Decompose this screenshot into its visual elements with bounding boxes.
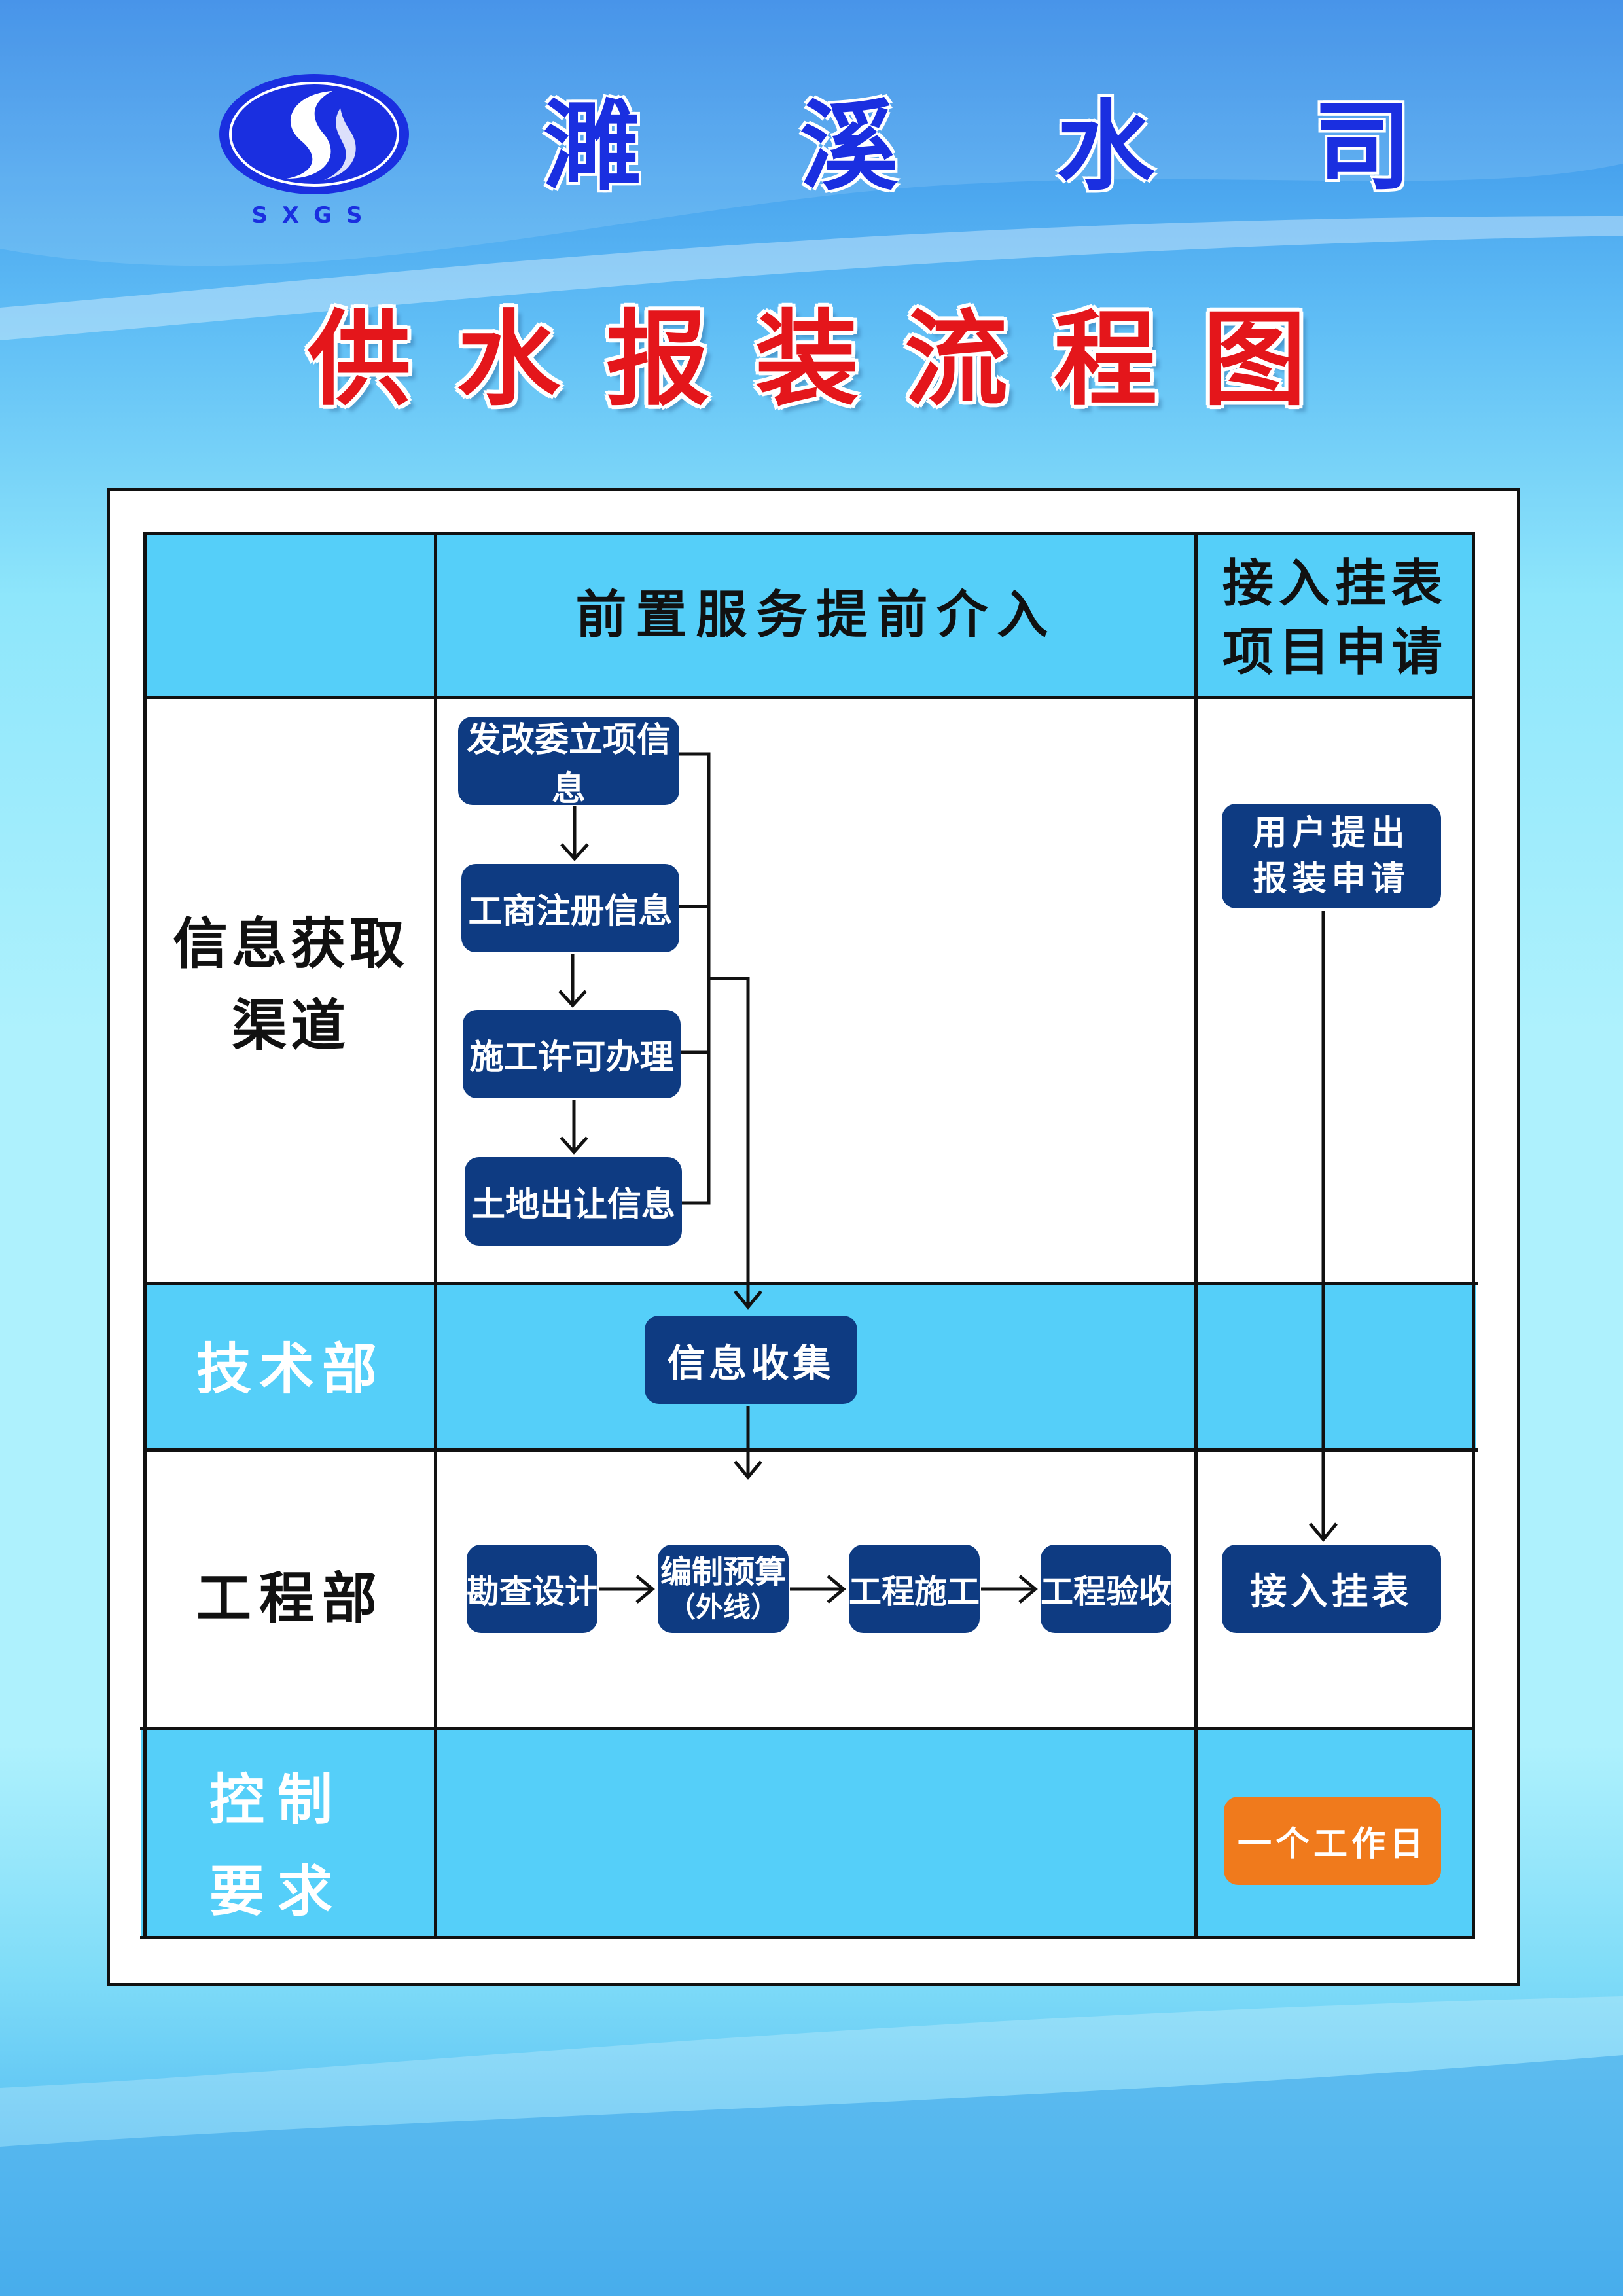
grid-line xyxy=(1472,532,1475,1939)
column-header-preservice: 前置服务提前介入 xyxy=(575,586,1058,645)
grid-line xyxy=(143,532,147,1939)
step-construction-permit: 施工许可办理 xyxy=(463,1010,681,1098)
sxgs-logo: SXGS xyxy=(219,74,409,228)
time-limit-badge: 一个工作日 xyxy=(1224,1797,1441,1885)
grid-line xyxy=(1194,532,1198,1939)
bracket-connector xyxy=(679,752,711,1205)
step-budget-line2: （外线） xyxy=(668,1590,778,1623)
step-info-collection: 信息收集 xyxy=(645,1316,857,1404)
arrowhead xyxy=(635,1575,655,1604)
step-budget: 编制预算 （外线） xyxy=(658,1545,789,1633)
row-label-engineering-dept: 工程部 xyxy=(196,1566,385,1630)
logo-letters: SXGS xyxy=(251,202,376,228)
row-label-tech-dept: 技术部 xyxy=(196,1337,385,1401)
row-label-control-requirements: 控制 要求 xyxy=(209,1768,346,1924)
page-title: 供水报装流程图 xyxy=(308,300,1352,420)
step-user-application: 用户提出 报装申请 xyxy=(1222,804,1441,908)
arrowhead xyxy=(1309,1522,1338,1542)
step-land-transfer-info: 土地出让信息 xyxy=(465,1157,682,1246)
step-survey-design: 勘查设计 xyxy=(467,1545,597,1633)
arrowhead xyxy=(734,1290,762,1310)
row-label-info-channels: 信息获取 渠道 xyxy=(172,912,408,1058)
arrowhead xyxy=(1018,1575,1038,1604)
step-business-registration: 工商注册信息 xyxy=(461,864,679,952)
grid-line xyxy=(143,1282,1478,1285)
arrow-to-info-collection xyxy=(709,977,750,1306)
grid-line xyxy=(143,1448,1478,1452)
step-ndrc-project-info: 发改委立项信息 xyxy=(458,717,679,809)
step-acceptance: 工程验收 xyxy=(1041,1545,1171,1633)
grid-line xyxy=(143,696,1475,699)
grid-line xyxy=(140,1727,1475,1730)
arrowhead xyxy=(734,1460,762,1480)
arrowhead xyxy=(827,1575,846,1604)
grid-line xyxy=(140,1936,1475,1939)
arrowhead xyxy=(558,990,587,1008)
header-band xyxy=(145,533,1473,697)
step-user-application-label: 用户提出 报装申请 xyxy=(1253,814,1410,899)
step-meter-connection: 接入挂表 xyxy=(1222,1545,1441,1633)
step-construction: 工程施工 xyxy=(849,1545,980,1633)
step-budget-line1: 编制预算 xyxy=(660,1553,786,1590)
grid-line xyxy=(434,532,437,1939)
grid-line xyxy=(143,532,1475,535)
arrowhead xyxy=(560,1136,588,1155)
column-header-application: 接入挂表 项目申请 xyxy=(1222,554,1448,682)
arrowhead xyxy=(560,843,589,861)
